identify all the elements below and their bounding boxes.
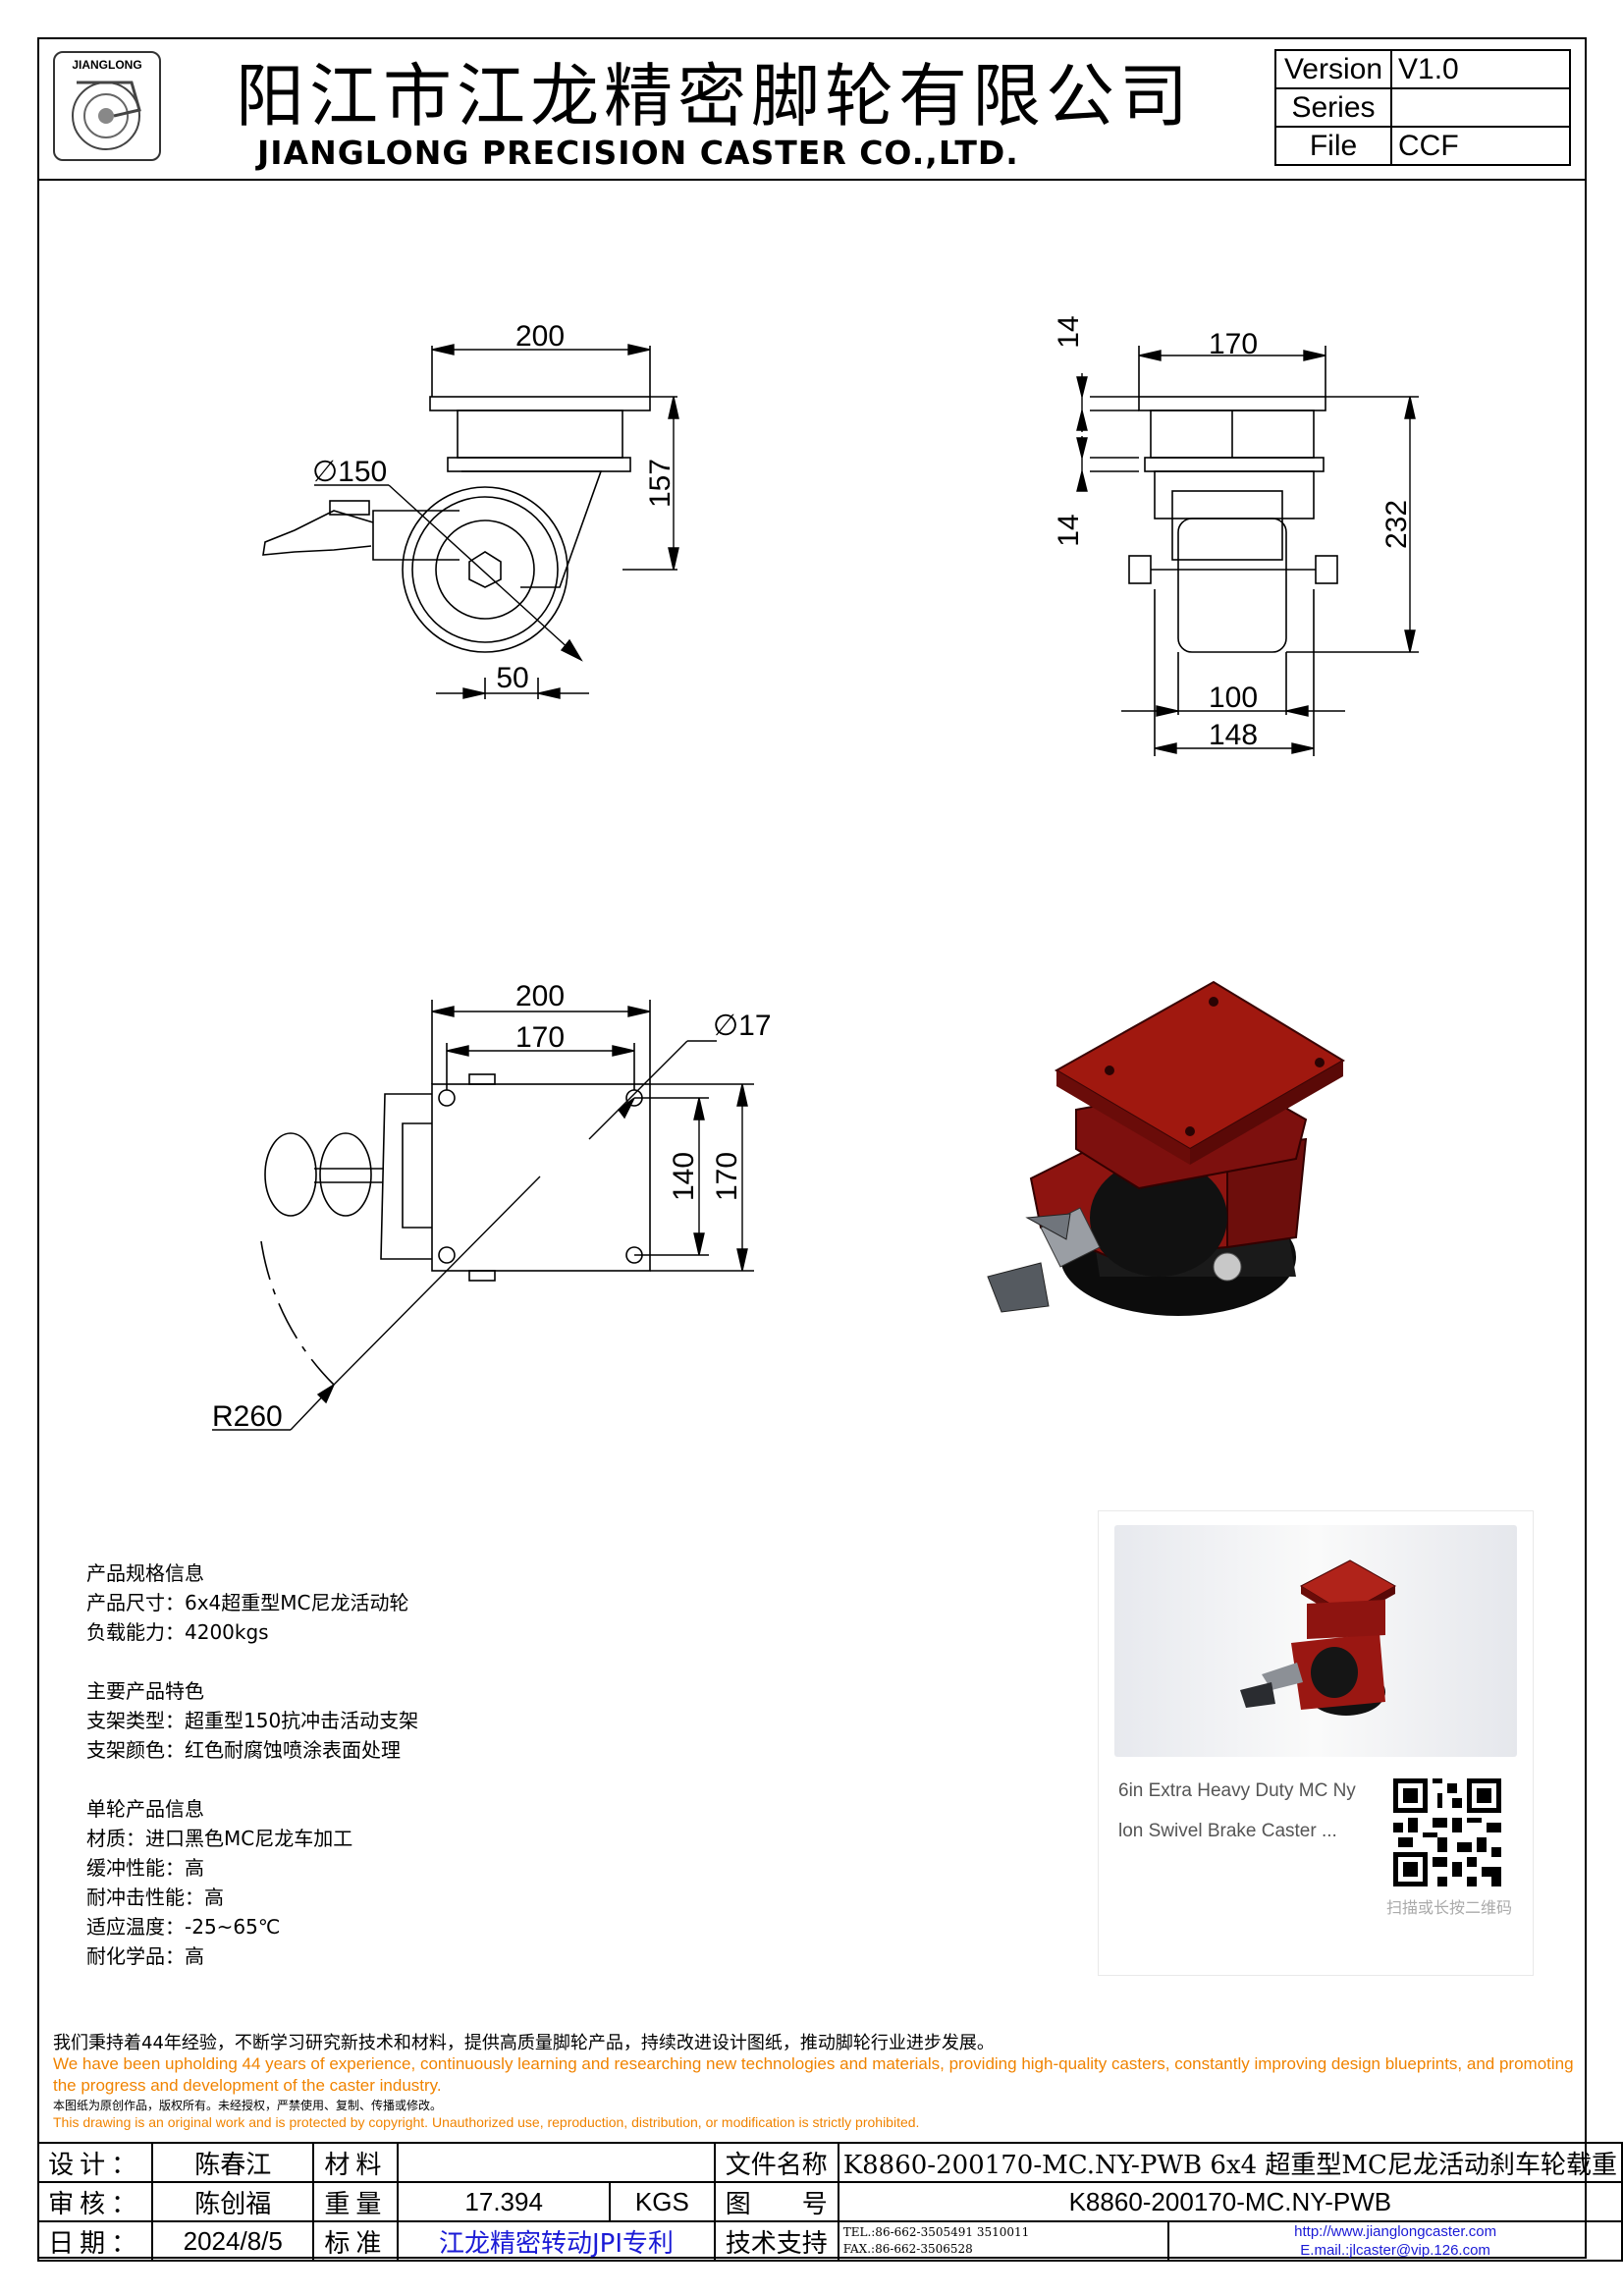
weight-value: 17.394 [397, 2181, 612, 2222]
series-label: Series [1274, 87, 1392, 128]
dim-hole-span-170: 170 [515, 1021, 565, 1054]
spec-line: 适应温度：-25~65℃ [86, 1915, 281, 1939]
header-divider [37, 179, 1587, 181]
version-label: Version [1274, 49, 1392, 89]
plan-view-drawing: 200 170 ∅17 140 170 R260 [212, 980, 772, 1433]
spec-line [86, 1647, 418, 1676]
support-label: 技术支持 [713, 2220, 839, 2262]
dim-plate-width-200: 200 [515, 980, 565, 1012]
weight-label: 重量 [312, 2181, 400, 2222]
file-label: File [1274, 126, 1392, 166]
dim-offset-50: 50 [496, 662, 528, 694]
caster-3d-render [987, 980, 1345, 1316]
company-logo: JIANGLONG [53, 51, 161, 161]
dim-wheel-diameter: ∅150 [312, 456, 387, 488]
series-value [1390, 87, 1571, 128]
email-link[interactable]: E.mail.:jlcaster@vip.126.com [1300, 2242, 1490, 2259]
spec-line: 缓冲性能：高 [86, 1856, 204, 1880]
file-name-value: K8860-200170-MC.NY-PWB 6x4 超重型MC尼龙活动刹车轮载… [837, 2142, 1623, 2183]
drawing-number-label: 图 号 [713, 2181, 839, 2222]
product-card[interactable]: 6in Extra Heavy Duty MC Ny lon Swivel Br… [1098, 1510, 1534, 1976]
product-thumbnail[interactable] [1114, 1525, 1517, 1757]
standard-label: 标准 [312, 2220, 400, 2262]
note-experience-cn: 我们秉持着44年经验，不断学习研究新技术和材料，提供高质量脚轮产品，持续改进设计… [53, 2033, 995, 2053]
dim-gap-bottom-14: 14 [1053, 514, 1085, 546]
design-label: 设计： [36, 2142, 154, 2183]
file-name-label: 文件名称 [713, 2142, 839, 2183]
note-experience-en: We have been upholding 44 years of exper… [53, 2054, 1574, 2095]
fax-number: FAX.:86-662-3506528 [842, 2242, 973, 2256]
product-card-title[interactable]: 6in Extra Heavy Duty MC Ny lon Swivel Br… [1118, 1771, 1393, 1851]
contact-web: http://www.jianglongcaster.com E.mail.:j… [1167, 2220, 1623, 2262]
dim-swivel-radius: R260 [212, 1400, 283, 1433]
copyright-notes: 我们秉持着44年经验，不断学习研究新技术和材料，提供高质量脚轮产品，持续改进设计… [53, 2029, 1585, 2132]
spec-line: 材质：进口黑色MC尼龙车加工 [86, 1827, 353, 1850]
dim-leg-span-148: 148 [1209, 719, 1258, 751]
note-copyright-cn: 本图纸为原创作品，版权所有。未经授权，严禁使用、复制、传播或修改。 [53, 2099, 443, 2112]
spec-line: 支架类型：超重型150抗冲击活动支架 [86, 1709, 419, 1732]
note-copyright-en: This drawing is an original work and is … [53, 2114, 920, 2130]
qr-caption: 扫描或长按二维码 [1385, 1898, 1512, 1917]
company-name-cn: 阳江市江龙精密脚轮有限公司 [236, 56, 1193, 137]
front-view-drawing: 170 14 14 232 100 148 [1053, 315, 1419, 756]
spec-line: 耐冲击性能：高 [86, 1886, 224, 1909]
dim-hole-diameter: ∅17 [713, 1010, 772, 1042]
dim-wheel-width-100: 100 [1209, 682, 1258, 714]
website-link[interactable]: http://www.jianglongcaster.com [1294, 2223, 1497, 2240]
spec-line: 主要产品特色 [86, 1679, 204, 1703]
review-label: 审核： [36, 2181, 154, 2222]
dim-gap-top-14: 14 [1053, 315, 1085, 348]
standard-value: 江龙精密转动JPI专利 [397, 2220, 716, 2262]
contact-phone: TEL.:86-662-3505491 3510011 FAX.:86-662-… [837, 2220, 1170, 2262]
dim-hole-span-140: 140 [668, 1152, 700, 1201]
version-value: V1.0 [1390, 49, 1571, 89]
dim-top-width: 200 [515, 320, 565, 353]
material-value [397, 2142, 716, 2183]
spec-line: 产品尺寸：6x4超重型MC尼龙活动轮 [86, 1591, 409, 1614]
qr-code-icon[interactable] [1393, 1778, 1501, 1886]
dim-plate-depth-170: 170 [711, 1152, 743, 1201]
logo-text: JIANGLONG [72, 58, 142, 72]
card-title-line1: 6in Extra Heavy Duty MC Ny [1118, 1780, 1356, 1801]
spec-line: 单轮产品信息 [86, 1797, 204, 1821]
dim-height-157: 157 [644, 459, 676, 508]
spec-line: 产品规格信息 [86, 1561, 204, 1585]
card-title-line2: lon Swivel Brake Caster ... [1118, 1821, 1337, 1841]
company-name-en: JIANGLONG PRECISION CASTER CO.,LTD. [257, 134, 1019, 172]
spec-line: 耐化学品：高 [86, 1944, 204, 1968]
material-label: 材料 [312, 2142, 400, 2183]
date-label: 日期： [36, 2220, 154, 2262]
reviewer-name: 陈创福 [151, 2181, 315, 2222]
title-block: 设计： 陈春江 材料 文件名称 K8860-200170-MC.NY-PWB 6… [36, 2142, 1623, 2262]
spec-line: 负载能力：4200kgs [86, 1620, 269, 1644]
spec-line: 支架颜色：红色耐腐蚀喷涂表面处理 [86, 1738, 401, 1762]
drawing-number-value: K8860-200170-MC.NY-PWB [837, 2181, 1623, 2222]
dim-front-top-width: 170 [1209, 328, 1258, 360]
file-value: CCF [1390, 126, 1571, 166]
tel-number: TEL.:86-662-3505491 3510011 [842, 2225, 1030, 2239]
side-view-drawing: 200 ∅150 157 50 [262, 320, 679, 699]
designer-name: 陈春江 [151, 2142, 315, 2183]
dim-height-232: 232 [1380, 500, 1413, 549]
date-value: 2024/8/5 [151, 2220, 315, 2262]
weight-unit: KGS [609, 2181, 716, 2222]
product-specs: 产品规格信息 产品尺寸：6x4超重型MC尼龙活动轮 负载能力：4200kgs 主… [86, 1558, 418, 1971]
spec-line [86, 1765, 418, 1794]
caster-logo-icon [72, 81, 141, 150]
caster-thumbnail-icon [1240, 1559, 1397, 1716]
